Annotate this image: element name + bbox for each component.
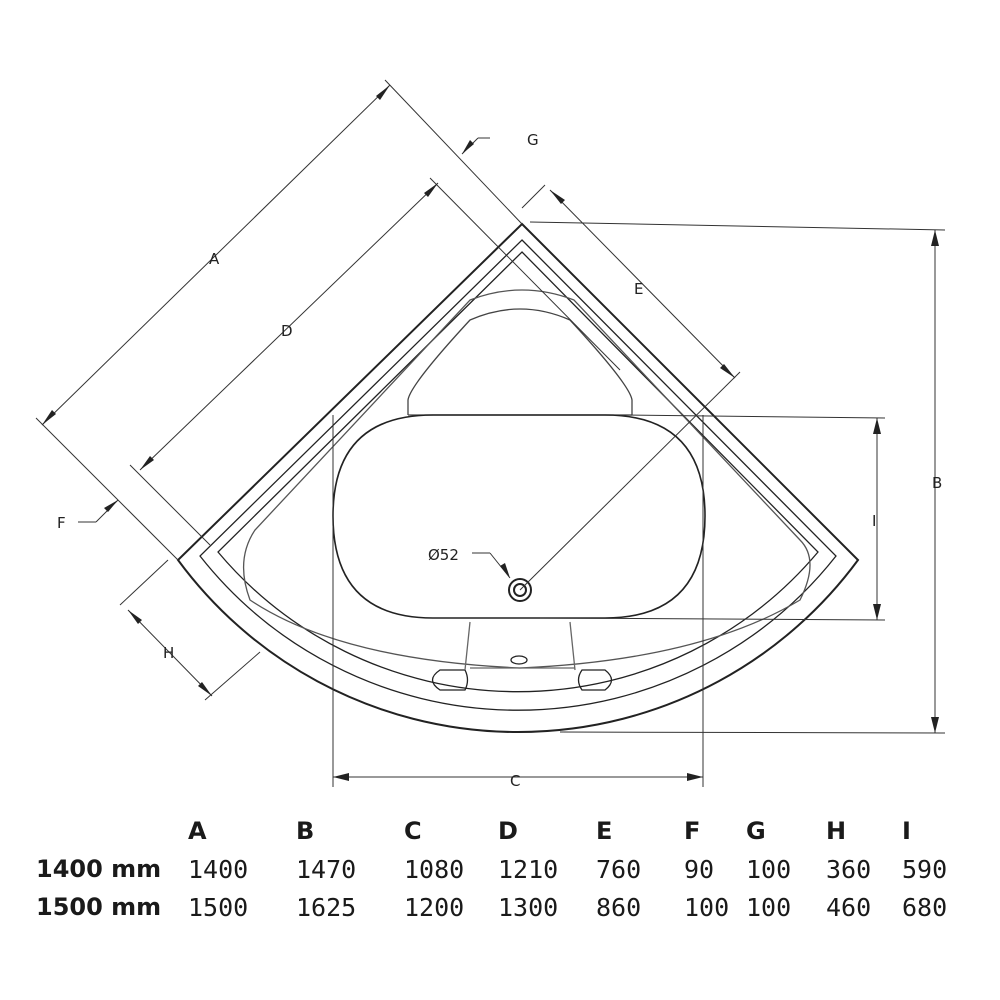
cell: 1470 bbox=[296, 854, 357, 884]
col-header: A bbox=[188, 817, 207, 845]
drain-icon bbox=[508, 578, 532, 602]
row-size: 1400 mm bbox=[36, 855, 162, 883]
cell: 760 bbox=[596, 854, 642, 884]
cell: 90 bbox=[684, 854, 715, 884]
table-row: 1500 mm 1500 1625 1200 1300 860 100 100 … bbox=[36, 888, 947, 926]
cell: 1400 bbox=[188, 854, 249, 884]
cell: 100 bbox=[746, 854, 792, 884]
table-header-row: A B C D E F G H I bbox=[36, 812, 947, 850]
col-header: C bbox=[404, 817, 422, 845]
tub-inner-rim bbox=[199, 239, 837, 711]
col-header: D bbox=[498, 817, 518, 845]
cell: 680 bbox=[902, 892, 948, 922]
armrest-right bbox=[577, 669, 613, 691]
dim-label-a: A bbox=[209, 250, 220, 268]
dim-label-e: E bbox=[634, 280, 643, 298]
tub-outer-rim bbox=[176, 222, 860, 733]
cell: 100 bbox=[684, 892, 730, 922]
cell: 590 bbox=[902, 854, 948, 884]
cell: 860 bbox=[596, 892, 642, 922]
row-size: 1500 mm bbox=[36, 893, 162, 921]
cell: 1200 bbox=[404, 892, 465, 922]
cell: 360 bbox=[826, 854, 872, 884]
dim-label-c: C bbox=[510, 772, 520, 790]
dim-label-i: I bbox=[872, 512, 876, 530]
cell: 1300 bbox=[498, 892, 559, 922]
dim-label-g: G bbox=[527, 131, 539, 149]
cell: 460 bbox=[826, 892, 872, 922]
col-header: B bbox=[296, 817, 315, 845]
dim-label-h: H bbox=[163, 644, 174, 662]
basin-outline bbox=[242, 289, 811, 669]
dim-label-d: D bbox=[281, 322, 293, 340]
col-header: F bbox=[684, 817, 701, 845]
dim-label-b: B bbox=[932, 474, 942, 492]
cell: 1080 bbox=[404, 854, 465, 884]
dimensions-table: A B C D E F G H I 1400 mm 1400 1470 1080… bbox=[36, 812, 947, 926]
cell: 1210 bbox=[498, 854, 559, 884]
cell: 100 bbox=[746, 892, 792, 922]
cell: 1625 bbox=[296, 892, 357, 922]
seat-oval bbox=[332, 414, 706, 619]
col-header: G bbox=[746, 817, 766, 845]
col-header: I bbox=[902, 817, 911, 845]
drain-diameter-label: Ø52 bbox=[428, 546, 459, 564]
arrowheads bbox=[42, 85, 939, 781]
cell: 1500 bbox=[188, 892, 249, 922]
col-header: H bbox=[826, 817, 847, 845]
col-header: E bbox=[596, 817, 613, 845]
overflow-outlet bbox=[510, 655, 528, 665]
table-row: 1400 mm 1400 1470 1080 1210 760 90 100 3… bbox=[36, 850, 947, 888]
armrest-left bbox=[431, 669, 469, 691]
dim-label-f: F bbox=[57, 514, 66, 532]
headrest bbox=[407, 308, 633, 415]
tub-inner-rim-2 bbox=[217, 251, 819, 693]
